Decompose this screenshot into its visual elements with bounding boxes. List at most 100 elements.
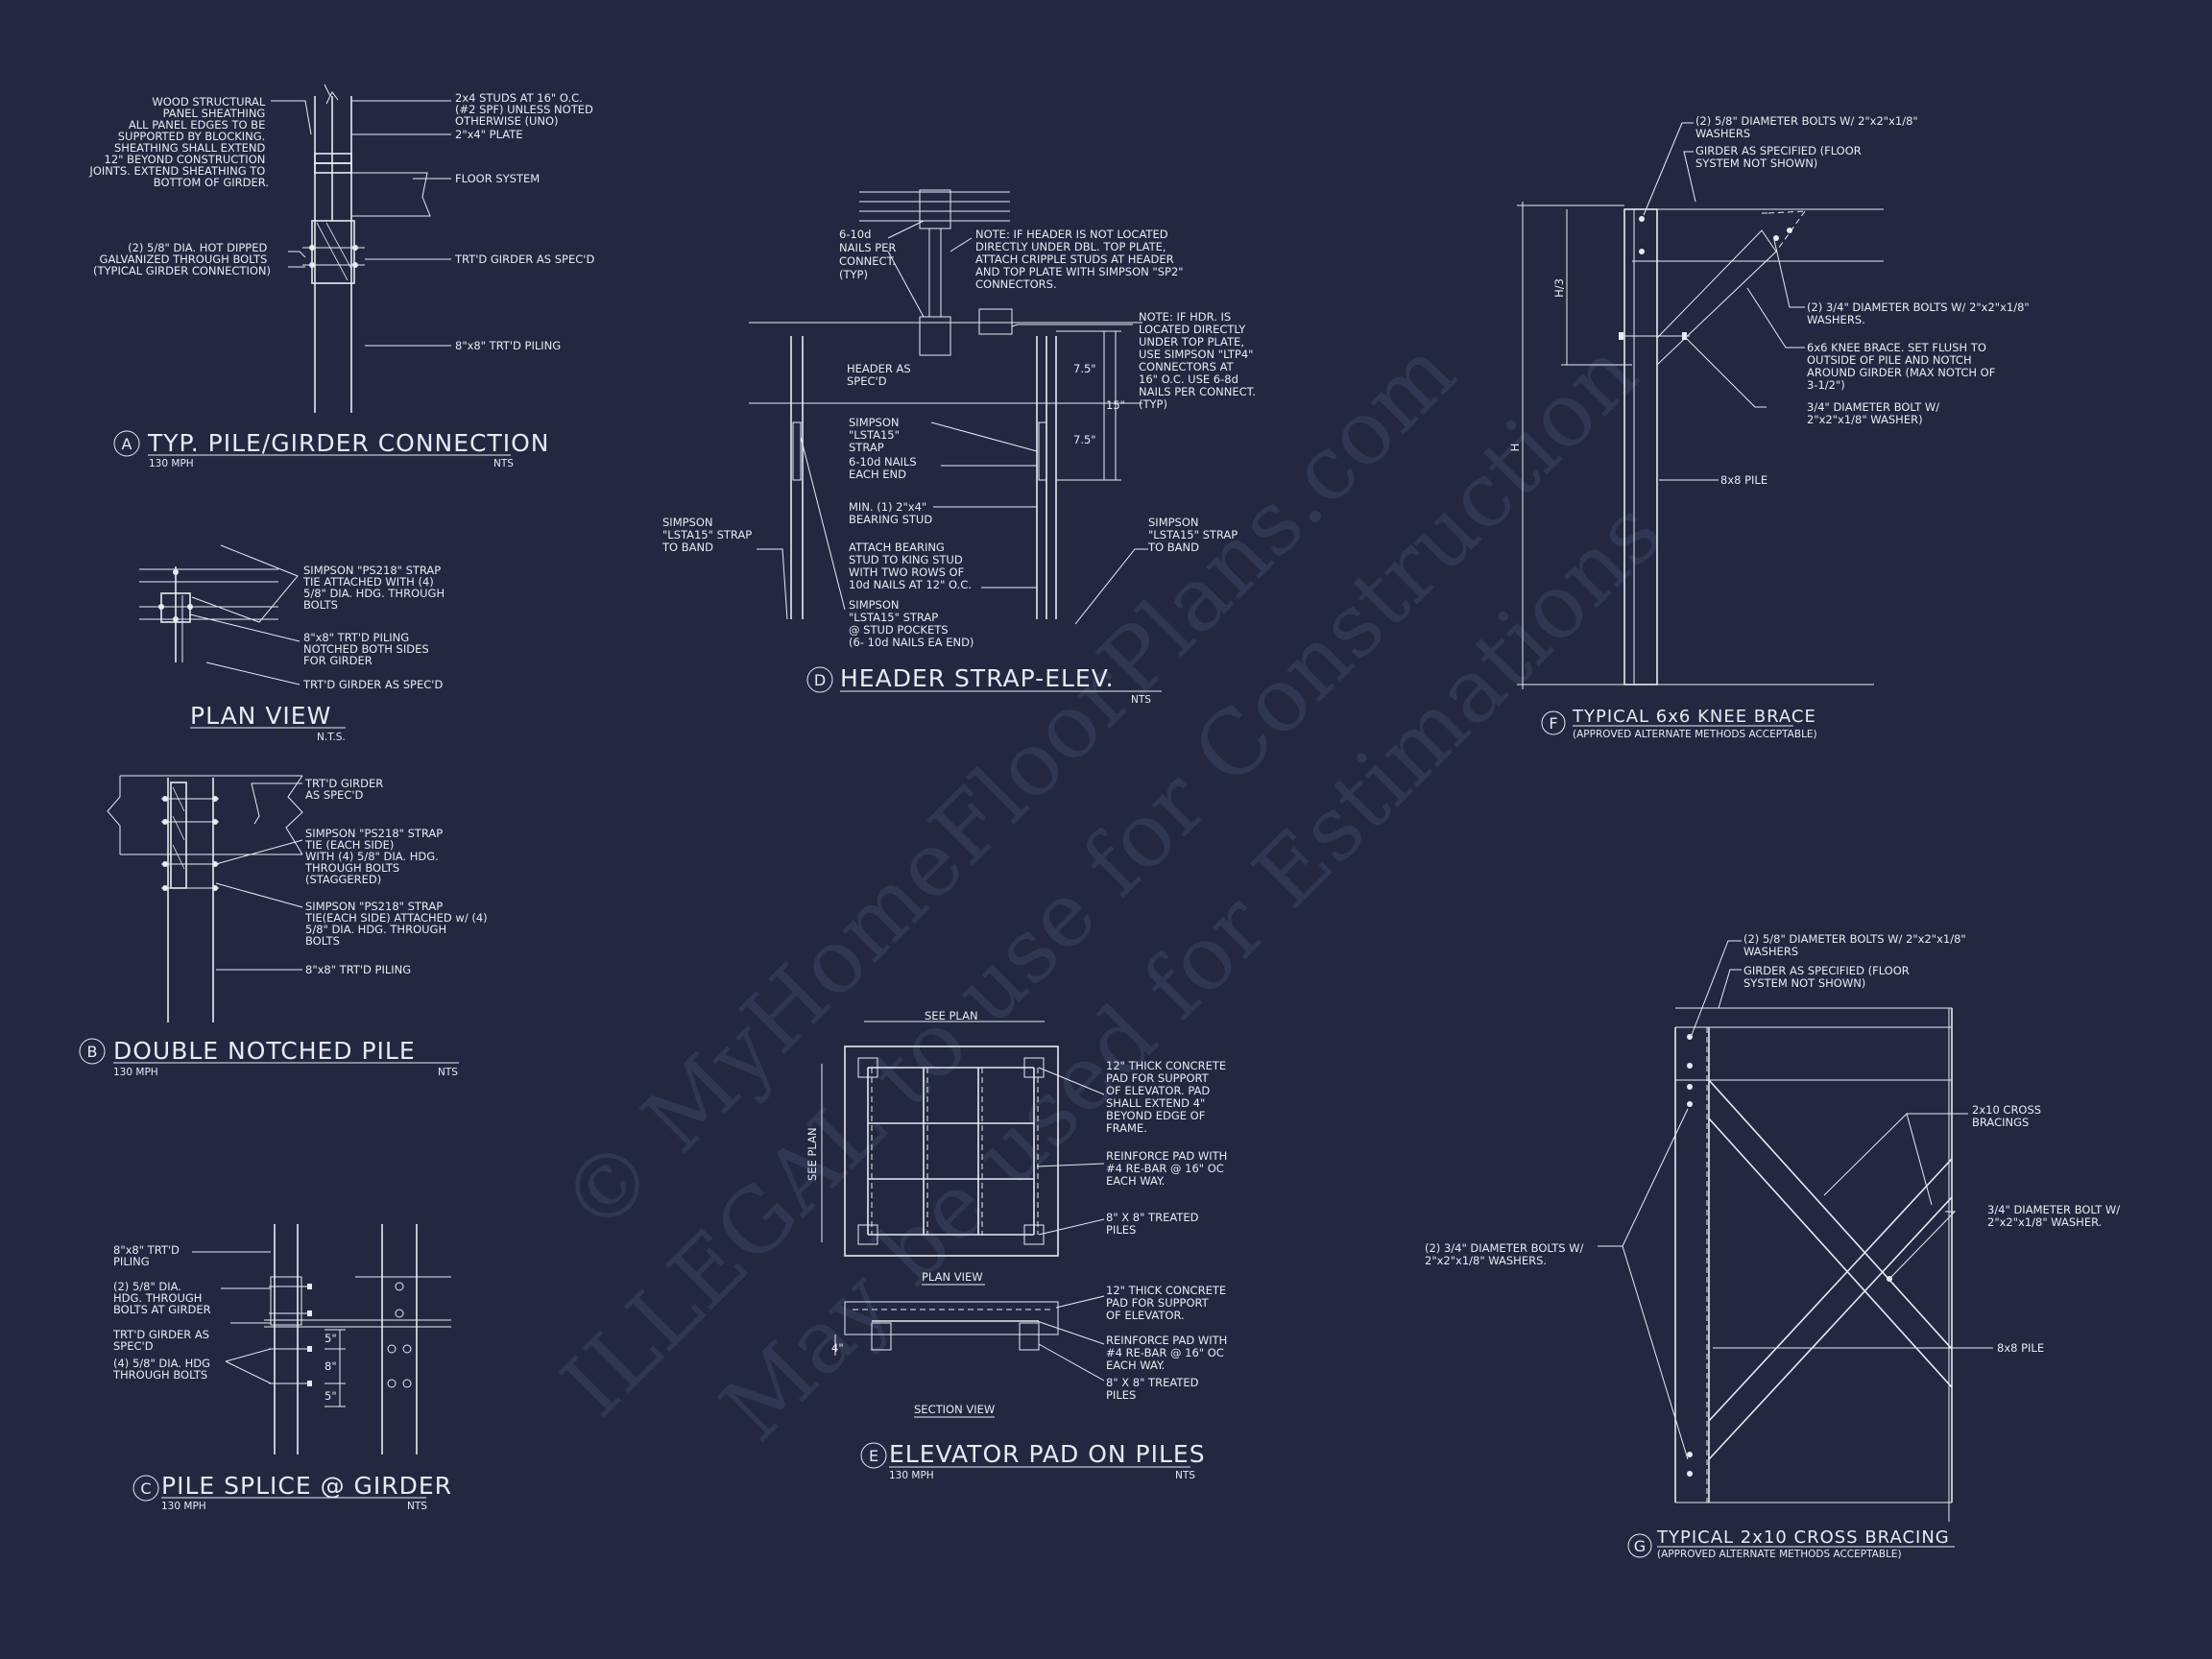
detail-d-note-nails: 6-10d NAILS PER CONNECT. (TYP) — [839, 228, 900, 281]
detail-c-bubble — [132, 1475, 159, 1502]
detail-d-dim-2: 15" — [1106, 398, 1125, 412]
detail-d-bubble-letter: D — [814, 671, 826, 689]
detail-c-dim-1: 5" — [325, 1332, 337, 1345]
detail-b-title: DOUBLE NOTCHED PILE — [113, 1037, 416, 1065]
detail-e-scale: NTS — [1175, 1470, 1195, 1481]
detail-f-dim-h: H — [1508, 444, 1522, 452]
detail-c-note-bolts-4: (4) 5/8" DIA. HDG THROUGH BOLTS — [112, 1357, 214, 1382]
plan-view-note-girder: TRT'D GIRDER AS SPEC'D — [302, 678, 443, 691]
detail-g-cross-bracing: (2) 5/8" DIAMETER BOLTS W/ 2"x2"x1/8" WA… — [1425, 932, 2124, 1560]
detail-d-note-nails-2: 6-10d NAILS EACH END — [849, 455, 920, 481]
detail-g-note-pile: 8x8 PILE — [1997, 1341, 2044, 1355]
detail-b-note-strap-2: SIMPSON "PS218" STRAP TIE(EACH SIDE) ATT… — [304, 900, 491, 948]
detail-b-double-notched-pile: TRT'D GIRDER AS SPEC'D SIMPSON "PS218" S… — [79, 775, 491, 1078]
detail-e-elevator-pad: SEE PLAN SEE PLAN 12" THICK CONCRETE PAD — [805, 1009, 1231, 1481]
detail-g-subtitle: (APPROVED ALTERNATE METHODS ACCEPTABLE) — [1657, 1549, 1902, 1560]
detail-f-bubble — [1541, 710, 1566, 735]
detail-c-title: PILE SPLICE @ GIRDER — [161, 1472, 452, 1500]
detail-g-bubble — [1627, 1533, 1652, 1558]
detail-e-note-piles-2: 8" X 8" TREATED PILES — [1106, 1376, 1202, 1402]
detail-e-see-plan-side: SEE PLAN — [805, 1127, 819, 1181]
detail-b-wind: 130 MPH — [113, 1067, 158, 1078]
detail-b-scale: NTS — [438, 1067, 458, 1078]
detail-d-note-band-right: SIMPSON "LSTA15" STRAP TO BAND — [1147, 516, 1241, 554]
watermark-line-2: ILLEGAL to use for Construction — [542, 322, 1657, 1436]
detail-g-note-bolts-1: (2) 5/8" DIAMETER BOLTS W/ 2"x2"x1/8" WA… — [1743, 932, 1969, 958]
detail-e-rebar-grid — [867, 1067, 1039, 1236]
detail-c-note-girder: TRT'D GIRDER AS SPEC'D — [112, 1328, 213, 1353]
detail-g-note-cross: 2x10 CROSS BRACINGS — [1972, 1103, 2045, 1129]
detail-f-note-girder: GIRDER AS SPECIFIED (FLOOR SYSTEM NOT SH… — [1695, 144, 1864, 170]
detail-f-dim-h3: H/3 — [1552, 278, 1566, 298]
detail-b-note-piling: 8"x8" TRT'D PILING — [305, 963, 411, 976]
plan-view-title: PLAN VIEW — [190, 702, 331, 730]
detail-c-bubble-letter: C — [140, 1479, 151, 1498]
detail-d-note-band-left: SIMPSON "LSTA15" STRAP TO BAND — [661, 516, 756, 554]
detail-d-note-header: HEADER AS SPEC'D — [847, 362, 914, 388]
detail-a-pile-girder-connection: WOOD STRUCTURAL PANEL SHEATHING ALL PANE… — [88, 84, 597, 469]
detail-d-note-2: NOTE: IF HDR. IS LOCATED DIRECTLY UNDER … — [1139, 310, 1260, 411]
detail-c-pile-splice: 5" 8" 5" 8"x8" TRT'D PILING (2) 5/8" DIA… — [112, 1224, 452, 1512]
detail-d-header-strap: 7.5" 15" 7.5" 6-10d NAILS PER CONNECT. (… — [661, 189, 1260, 706]
detail-f-knee-brace: H/3 H (2) 5/8" DIAMETER BOLTS W/ 2"x2"x1… — [1508, 114, 2032, 740]
plan-view-scale: N.T.S. — [317, 732, 346, 743]
detail-d-dim-1: 7.5" — [1073, 362, 1096, 375]
detail-a-wind: 130 MPH — [149, 458, 194, 469]
detail-f-bubble-letter: F — [1549, 714, 1557, 733]
plan-view-note-strap: SIMPSON "PS218" STRAP TIE ATTACHED WITH … — [302, 564, 448, 612]
detail-e-see-plan-top: SEE PLAN — [925, 1009, 978, 1022]
detail-d-title: HEADER STRAP-ELEV. — [840, 664, 1115, 692]
detail-b-bubble — [79, 1038, 106, 1065]
detail-b-note-strap-1: SIMPSON "PS218" STRAP TIE (EACH SIDE) WI… — [304, 827, 446, 886]
detail-g-title: TYPICAL 2x10 CROSS BRACING — [1656, 1527, 1950, 1548]
plan-view-note-piling: 8"x8" TRT'D PILING NOTCHED BOTH SIDES FO… — [303, 631, 432, 667]
detail-b-note-girder: TRT'D GIRDER AS SPEC'D — [304, 777, 387, 802]
detail-e-note-pad-2: 12" THICK CONCRETE PAD FOR SUPPORT OF EL… — [1106, 1284, 1230, 1322]
detail-a-title: TYP. PILE/GIRDER CONNECTION — [147, 429, 550, 457]
detail-d-bubble — [806, 666, 833, 693]
detail-c-dim-2: 8" — [325, 1359, 337, 1373]
detail-a-scale: NTS — [493, 458, 514, 469]
detail-c-wind: 130 MPH — [161, 1501, 206, 1512]
detail-e-plan-label: PLAN VIEW — [922, 1270, 983, 1284]
detail-c-scale: NTS — [407, 1501, 427, 1512]
detail-a-note-bolts: (2) 5/8" DIA. HOT DIPPED GALVANIZED THRO… — [93, 241, 271, 277]
detail-e-section-label: SECTION VIEW — [914, 1403, 995, 1416]
detail-plan-view: SIMPSON "PS218" STRAP TIE ATTACHED WITH … — [139, 544, 448, 743]
detail-e-bubble — [860, 1442, 887, 1469]
detail-d-note-1: NOTE: IF HEADER IS NOT LOCATED DIRECTLY … — [975, 228, 1187, 291]
detail-g-note-girder: GIRDER AS SPECIFIED (FLOOR SYSTEM NOT SH… — [1743, 964, 1912, 990]
detail-c-dim-3: 5" — [325, 1389, 337, 1403]
detail-a-note-studs: 2x4 STUDS AT 16" O.C. (#2 SPF) UNLESS NO… — [455, 91, 597, 128]
detail-e-note-rebar: REINFORCE PAD WITH #4 RE-BAR @ 16" OC EA… — [1106, 1149, 1231, 1188]
detail-g-note-bolt: 3/4" DIAMETER BOLT W/ 2"x2"x1/8" WASHER. — [1987, 1203, 2124, 1229]
detail-a-note-piling: 8"x8" TRT'D PILING — [455, 339, 561, 352]
detail-f-note-pile: 8x8 PILE — [1720, 473, 1767, 487]
detail-f-note-brace: 6x6 KNEE BRACE. SET FLUSH TO OUTSIDE OF … — [1807, 341, 1999, 392]
detail-a-bubble — [113, 430, 140, 457]
detail-c-note-piling: 8"x8" TRT'D PILING — [113, 1243, 183, 1268]
detail-e-wind: 130 MPH — [889, 1470, 934, 1481]
detail-d-dim-3: 7.5" — [1073, 433, 1096, 446]
detail-a-note-girder: TRT'D GIRDER AS SPEC'D — [454, 252, 594, 266]
detail-f-note-bolt-3: 3/4" DIAMETER BOLT W/ 2"x2"x1/8" WASHER) — [1807, 400, 1943, 426]
detail-f-note-bolts-2: (2) 3/4" DIAMETER BOLTS W/ 2"x2"x1/8" WA… — [1807, 301, 2032, 326]
detail-e-bubble-letter: E — [869, 1447, 878, 1465]
detail-e-note-pad: 12" THICK CONCRETE PAD FOR SUPPORT OF EL… — [1106, 1059, 1230, 1135]
detail-a-note-sheathing: WOOD STRUCTURAL PANEL SHEATHING ALL PANE… — [88, 95, 269, 189]
detail-d-scale: NTS — [1131, 694, 1151, 706]
detail-e-title: ELEVATOR PAD ON PILES — [889, 1440, 1206, 1468]
watermark: © MyHomeFloorPlans.com ILLEGAL to use fo… — [541, 321, 1681, 1460]
detail-f-note-bolts-1: (2) 5/8" DIAMETER BOLTS W/ 2"x2"x1/8" WA… — [1695, 114, 1921, 140]
detail-e-dim-4: 4" — [831, 1341, 844, 1355]
detail-b-bubble-letter: B — [87, 1043, 98, 1061]
detail-a-note-plate: 2"x4" PLATE — [455, 128, 523, 141]
detail-d-note-stud: MIN. (1) 2"x4" BEARING STUD — [849, 500, 932, 526]
detail-d-note-strap: SIMPSON "LSTA15" STRAP — [849, 416, 903, 454]
detail-e-note-rebar-2: REINFORCE PAD WITH #4 RE-BAR @ 16" OC EA… — [1106, 1334, 1231, 1372]
detail-c-note-bolts-2: (2) 5/8" DIA. HDG. THROUGH BOLTS AT GIRD… — [113, 1280, 211, 1316]
detail-d-note-attach: ATTACH BEARING STUD TO KING STUD WITH TW… — [849, 541, 972, 591]
detail-a-note-floor: FLOOR SYSTEM — [455, 172, 540, 185]
detail-f-title: TYPICAL 6x6 KNEE BRACE — [1572, 707, 1816, 727]
